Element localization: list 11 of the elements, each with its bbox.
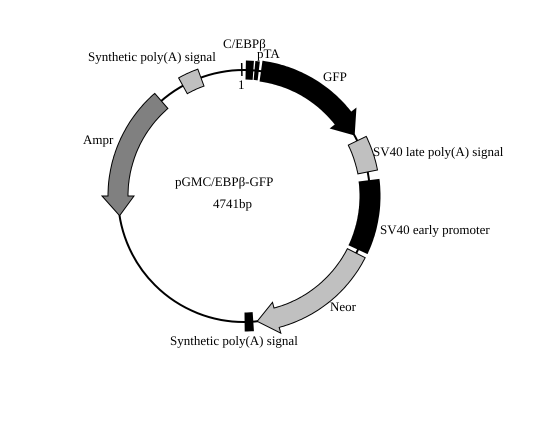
feature-label: Neor [330, 300, 356, 313]
plasmid-name: pGMC/EBPβ-GFP [175, 175, 274, 188]
feature-label: SV40 late poly(A) signal [373, 145, 504, 158]
position-label: 1 [238, 78, 244, 91]
feature-label: Ampr [83, 133, 114, 146]
feature-label: C/EBPβ [223, 37, 266, 50]
feature-label: GFP [323, 70, 347, 83]
feature-label: SV40 early promoter [380, 223, 490, 236]
plasmid-size: 4741bp [213, 197, 252, 210]
feature-label: Synthetic poly(A) signal [170, 334, 298, 347]
feature-label: Synthetic poly(A) signal [88, 50, 216, 63]
